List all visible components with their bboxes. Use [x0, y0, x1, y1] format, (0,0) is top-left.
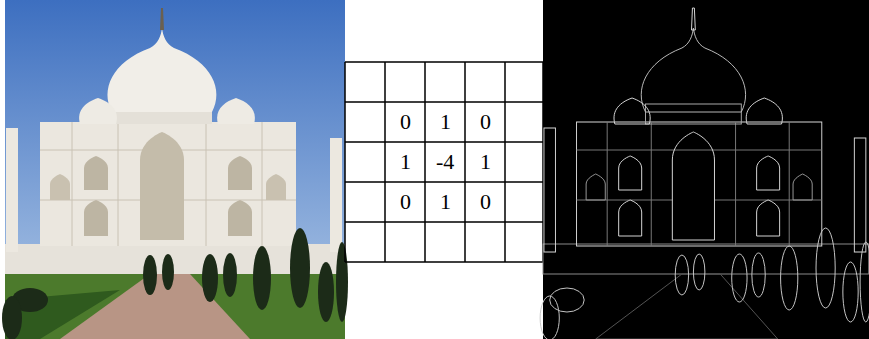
photo	[2, 0, 348, 339]
table-cell: 1	[440, 191, 451, 213]
table-cell: 0	[400, 191, 411, 213]
table-cell: 0	[480, 191, 491, 213]
table-cell: -4	[436, 151, 454, 173]
table-cell: 0	[480, 111, 491, 133]
table-cell: 1	[480, 151, 491, 173]
table-cell: 1	[440, 111, 451, 133]
table-cell: 1	[400, 151, 411, 173]
filtered-image	[540, 0, 869, 339]
table-cell: 0	[400, 111, 411, 133]
kernel-grid	[345, 62, 543, 262]
